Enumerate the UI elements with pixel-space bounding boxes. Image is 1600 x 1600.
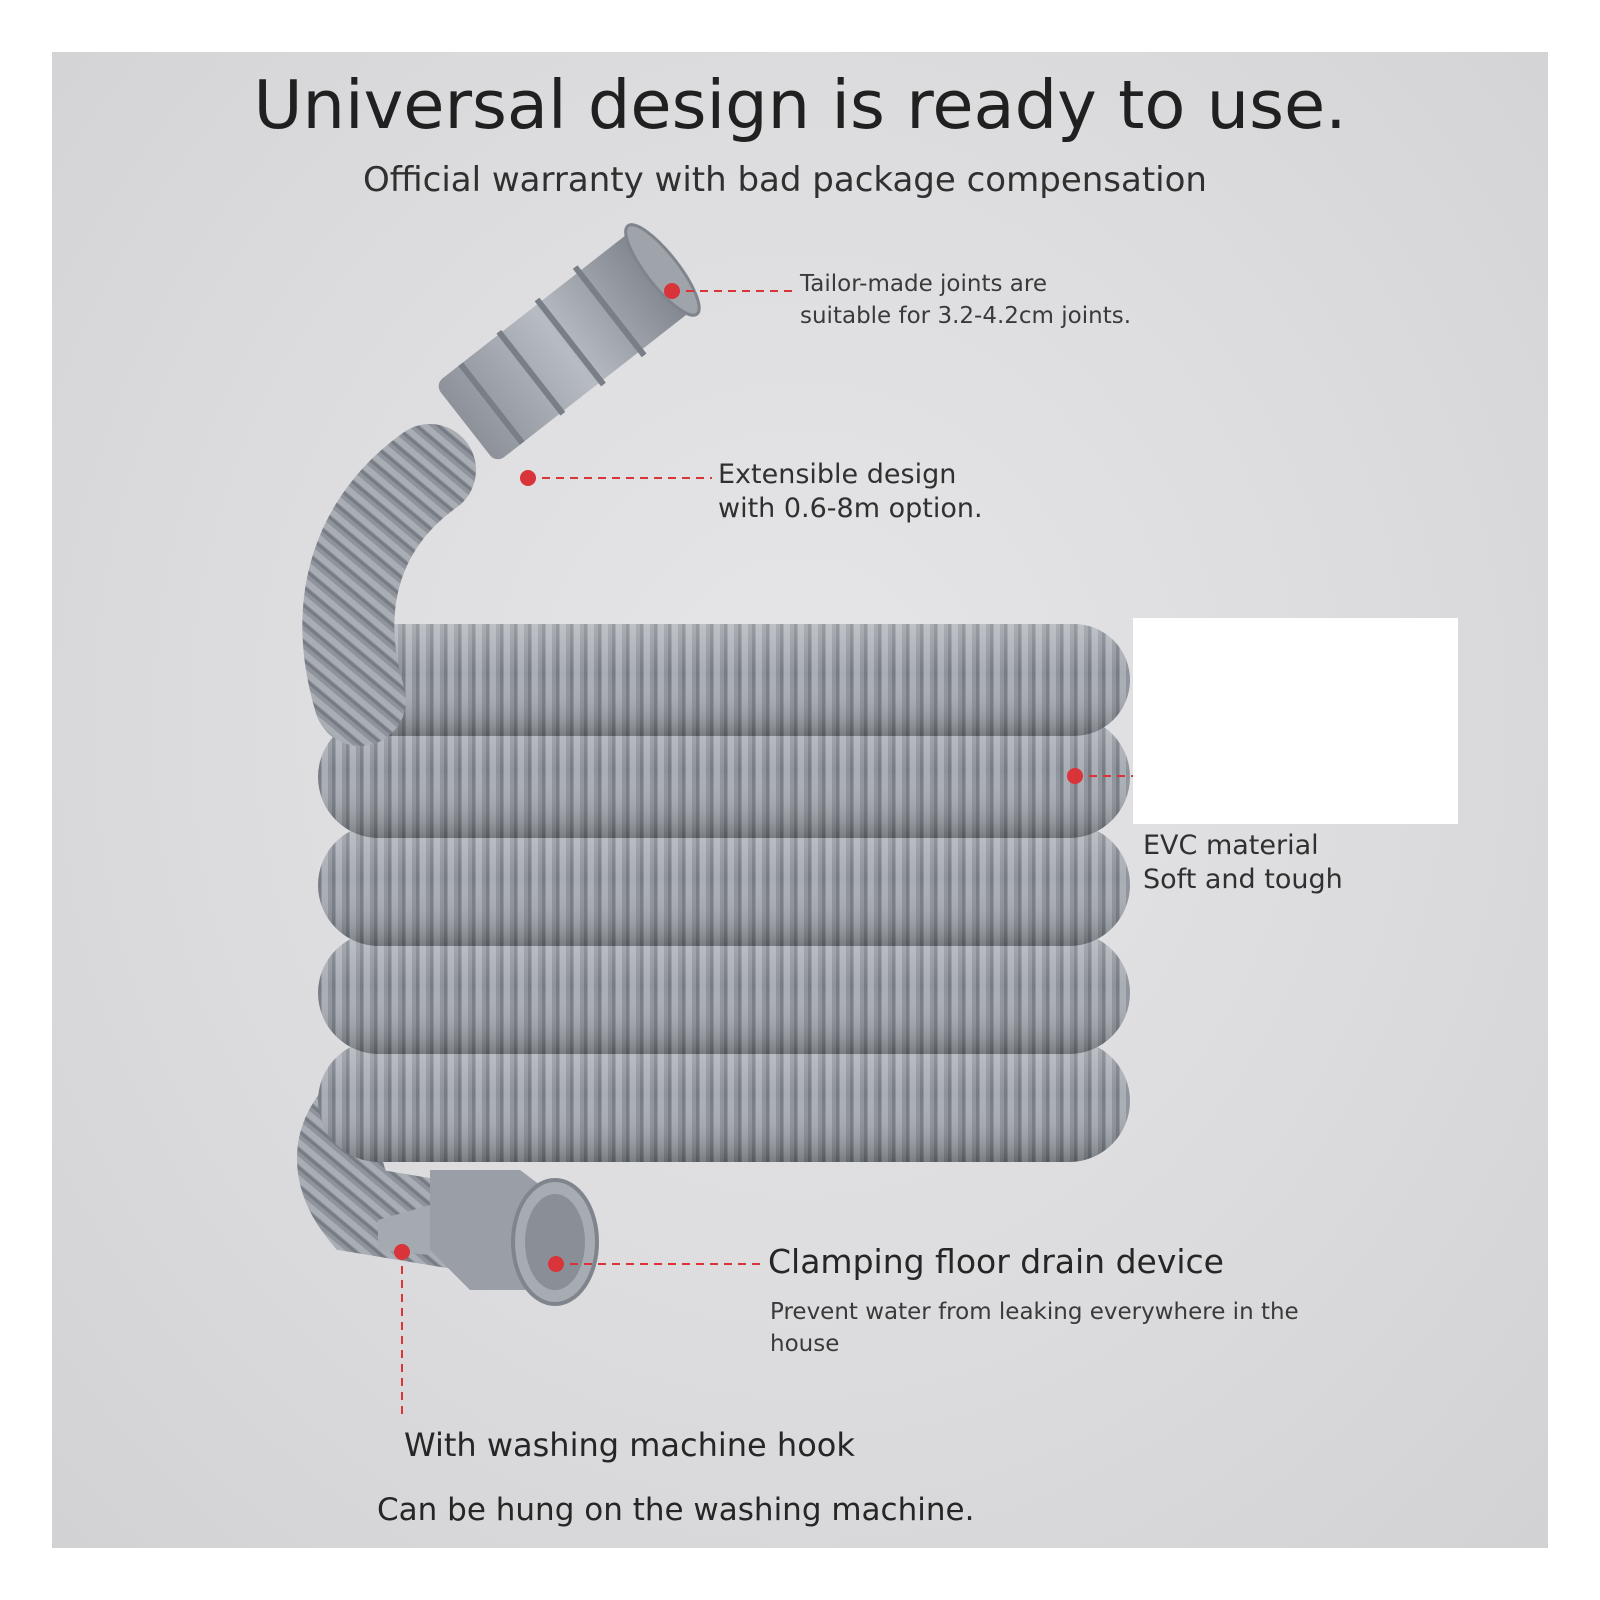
callout-material-line2: Soft and tough: [1143, 864, 1343, 895]
top-joint: [438, 223, 701, 460]
callout-hook-title: With washing machine hook: [404, 1426, 855, 1464]
callout-extensible-line2: with 0.6-8m option.: [718, 493, 983, 524]
hose-coils: [318, 624, 1130, 1162]
hook: [378, 1205, 430, 1255]
callout-material: EVC material Soft and tough: [1143, 829, 1343, 897]
bottom-joint: [378, 1170, 599, 1306]
callout-joints-line1: Tailor-made joints are: [800, 271, 1047, 297]
callout-extensible-line1: Extensible design: [718, 459, 957, 490]
headline: Universal design is ready to use.: [253, 66, 1347, 144]
subheadline: Official warranty with bad package compe…: [363, 160, 1207, 200]
callout-hook-note: Can be hung on the washing machine.: [377, 1492, 975, 1528]
blank-patch: [1133, 618, 1458, 824]
callout-leaders: [401, 290, 1135, 1420]
callout-joints: Tailor-made joints are suitable for 3.2-…: [800, 268, 1131, 332]
callout-joints-line2: suitable for 3.2-4.2cm joints.: [800, 303, 1132, 329]
callout-markers: [394, 283, 1083, 1272]
callout-drain-note: Prevent water from leaking everywhere in…: [770, 1299, 1299, 1357]
hose-riser: [302, 424, 476, 746]
callout-material-line1: EVC material: [1143, 830, 1319, 861]
callout-extensible: Extensible design with 0.6-8m option.: [718, 458, 983, 526]
callout-drain-title: Clamping floor drain device: [768, 1242, 1224, 1281]
